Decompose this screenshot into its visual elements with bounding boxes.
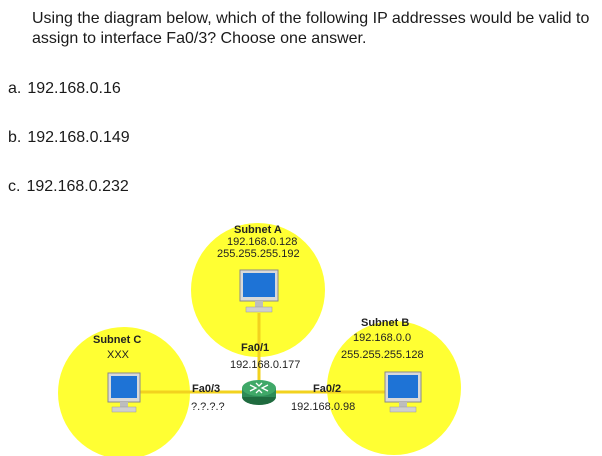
answer-option-b[interactable]: b. 192.168.0.149 — [8, 128, 130, 148]
monitor-icon — [107, 372, 141, 413]
option-letter: c. — [8, 178, 21, 195]
subnet-a-mask: 255.255.255.192 — [217, 248, 300, 260]
question-text: Using the diagram below, which of the fo… — [32, 10, 590, 47]
subnet-a-name: Subnet A — [234, 224, 282, 236]
monitor-icon — [384, 371, 422, 413]
subnet-b-mask: 255.255.255.128 — [341, 349, 424, 361]
option-text: 192.168.0.16 — [27, 80, 121, 97]
fa03-name: Fa0/3 — [192, 383, 220, 395]
option-letter: a. — [8, 80, 22, 97]
fa02-name: Fa0/2 — [313, 383, 341, 395]
subnet-a-network: 192.168.0.128 — [227, 236, 297, 248]
option-text: 192.168.0.149 — [27, 129, 130, 146]
fa02-ip: 192.168.0.98 — [291, 401, 355, 413]
subnet-b-network: 192.168.0.0 — [353, 332, 411, 344]
fa01-name: Fa0/1 — [241, 342, 269, 354]
option-letter: b. — [8, 129, 22, 146]
option-text: 192.168.0.232 — [26, 178, 129, 195]
router-icon — [242, 380, 276, 405]
monitor-icon — [239, 269, 279, 313]
answer-option-c[interactable]: c. 192.168.0.232 — [8, 177, 129, 197]
subnet-c-network: XXX — [107, 349, 130, 361]
answer-option-a[interactable]: a. 192.168.0.16 — [8, 79, 121, 99]
fa01-ip: 192.168.0.177 — [230, 359, 300, 371]
fa03-ip: ?.?.?.? — [191, 401, 225, 413]
subnet-c-name: Subnet C — [93, 334, 141, 346]
subnet-b-name: Subnet B — [361, 317, 409, 329]
